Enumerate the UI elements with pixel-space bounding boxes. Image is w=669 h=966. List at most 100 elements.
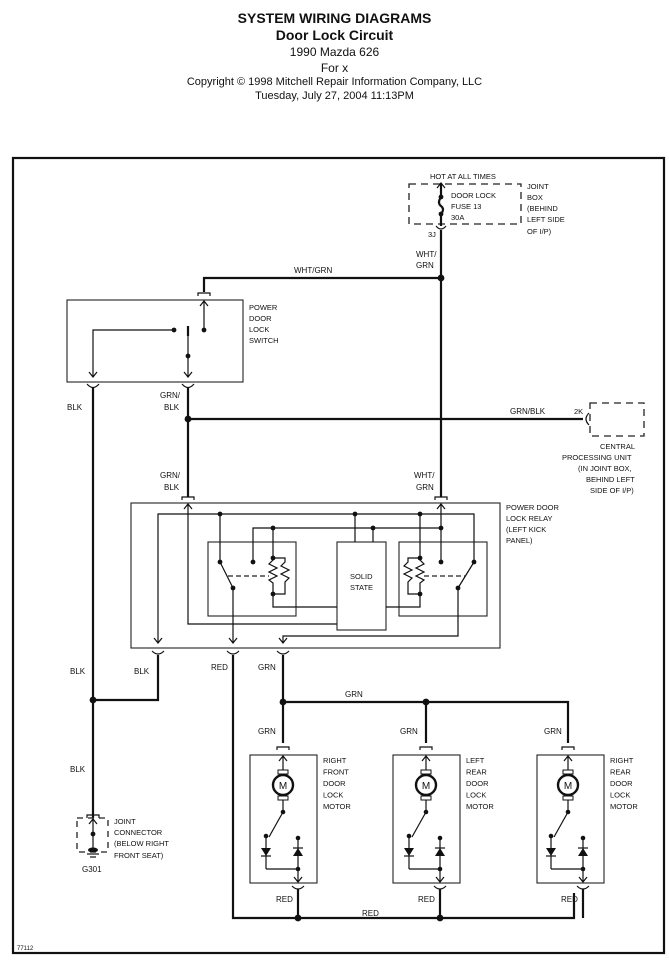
terminal-2k-label: 2K: [574, 407, 583, 416]
fuse-label-line: DOOR LOCK: [451, 191, 496, 200]
connector-icon: [433, 885, 447, 890]
connector-icon: [561, 746, 575, 750]
relay-coil-right: [398, 541, 488, 617]
diode-icon: [578, 848, 588, 856]
motor-label-line: LEFT: [466, 756, 485, 765]
power-door-lock-relay: POWER DOOR LOCK RELAY (LEFT KICK PANEL) …: [130, 502, 560, 649]
wire-label: BLK: [67, 403, 83, 412]
motor-label-line: RIGHT: [323, 756, 347, 765]
wire-red-bus: [231, 655, 576, 920]
coil-icon: [267, 558, 279, 594]
connector-icon: [419, 746, 433, 750]
switch-label-line: LOCK: [249, 325, 269, 334]
joint-box-outline: [408, 183, 522, 225]
splice-dot: [422, 698, 430, 706]
motor-label-line: REAR: [610, 768, 631, 777]
wire-label: GRN: [345, 690, 363, 699]
relay-switch-icon: [457, 561, 475, 589]
motor-symbol: M: [422, 781, 430, 792]
connector-icon: [434, 496, 448, 500]
connector-icon: [86, 814, 100, 818]
motor-label-line: MOTOR: [323, 802, 351, 811]
figure-id: 77112: [17, 946, 34, 952]
connector-icon: [576, 885, 590, 890]
relay-label-line: (LEFT KICK: [506, 525, 546, 534]
connector-icon: [276, 746, 290, 750]
motor-symbol: M: [279, 781, 287, 792]
joint-connector-label-line: (BELOW RIGHT: [114, 839, 169, 848]
wire-label: GRN: [544, 727, 562, 736]
diagram-subtitle: Door Lock Circuit: [275, 27, 394, 43]
wire-label: RED: [362, 909, 379, 918]
motor-label-line: FRONT: [323, 768, 349, 777]
connector-icon: [585, 412, 590, 426]
splice-dot: [436, 914, 444, 922]
motor-icon: [271, 773, 295, 797]
fuse-label-line: FUSE 13: [451, 202, 481, 211]
motor-label-line: DOOR: [466, 779, 489, 788]
switch-label-line: DOOR: [249, 314, 272, 323]
wire-label: GRN: [258, 663, 276, 672]
motor-label-line: LOCK: [466, 791, 486, 800]
motor-switch-icon: [268, 811, 284, 838]
wire-label: BLK: [70, 765, 86, 774]
relay-switch-icon: [219, 561, 234, 589]
motor-label-line: MOTOR: [610, 802, 638, 811]
joint-box-label-line: (BEHIND: [527, 204, 558, 213]
switch-label-line: SWITCH: [249, 336, 279, 345]
diagram-title: SYSTEM WIRING DIAGRAMS: [237, 10, 432, 26]
motor-label-line: LOCK: [610, 791, 630, 800]
vehicle-model: 1990 Mazda 626: [289, 45, 380, 59]
copyright-notice: Copyright © 1998 Mitchell Repair Informa…: [186, 76, 483, 88]
diode-icon: [293, 848, 303, 856]
wire-label: GRN/BLK: [510, 407, 546, 416]
connector-icon: [86, 383, 100, 389]
joint-box: HOT AT ALL TIMES DOOR LOCK FUSE 13 30A J…: [408, 172, 565, 239]
ground-id-label: G301: [82, 865, 102, 874]
solid-state-module: [336, 541, 387, 631]
resistor-icon: [402, 557, 420, 595]
cpu-label-line: PROCESSING UNIT: [562, 453, 632, 462]
joint-box-label-line: OF I/P): [527, 227, 552, 236]
connector-icon: [181, 496, 195, 500]
wire-label: BLK: [70, 667, 86, 676]
fuse-label-line: 30A: [451, 213, 464, 222]
motor-icon: [414, 773, 438, 797]
wire-label: GRN: [400, 727, 418, 736]
terminal-3j-label: 3J: [428, 230, 436, 239]
motor-label-line: MOTOR: [466, 802, 494, 811]
wire-label: WHT/: [416, 250, 437, 259]
relay-label-line: LOCK RELAY: [506, 514, 553, 523]
motor-icon: [556, 773, 580, 797]
coil-icon: [414, 558, 426, 594]
wire-label: RED: [211, 663, 228, 672]
motor-symbol: M: [564, 781, 572, 792]
cpu-label-line: (IN JOINT BOX,: [578, 464, 632, 473]
diode-icon: [404, 848, 414, 856]
cpu-label-line: BEHIND LEFT: [586, 475, 635, 484]
wire-label: GRN/: [160, 391, 181, 400]
connector-icon: [291, 885, 305, 890]
wire-wht-grn-to-switch: [202, 276, 441, 292]
switch-label-line: POWER: [249, 303, 278, 312]
diagram-frame: [11, 156, 666, 955]
joint-box-label-line: BOX: [527, 193, 543, 202]
cpu-label-line: SIDE OF I/P): [590, 486, 634, 495]
connector-icon: [226, 650, 240, 655]
motor-label-line: LOCK: [323, 791, 343, 800]
joint-connector-label-line: CONNECTOR: [114, 828, 163, 837]
joint-connector: JOINT CONNECTOR (BELOW RIGHT FRONT SEAT)…: [76, 814, 169, 874]
relay-coil-left: [207, 541, 297, 617]
solid-state-label: STATE: [350, 583, 373, 592]
wire-label: RED: [561, 895, 578, 904]
motor-switch-icon: [553, 811, 569, 838]
wire-label: BLK: [134, 667, 150, 676]
wire-blk-relay: [93, 655, 160, 702]
terminal-arrow-icon: [436, 182, 446, 189]
relay-label-line: PANEL): [506, 536, 533, 545]
cpu-label-line: CENTRAL: [600, 442, 635, 451]
relay-label-line: POWER DOOR: [506, 503, 560, 512]
